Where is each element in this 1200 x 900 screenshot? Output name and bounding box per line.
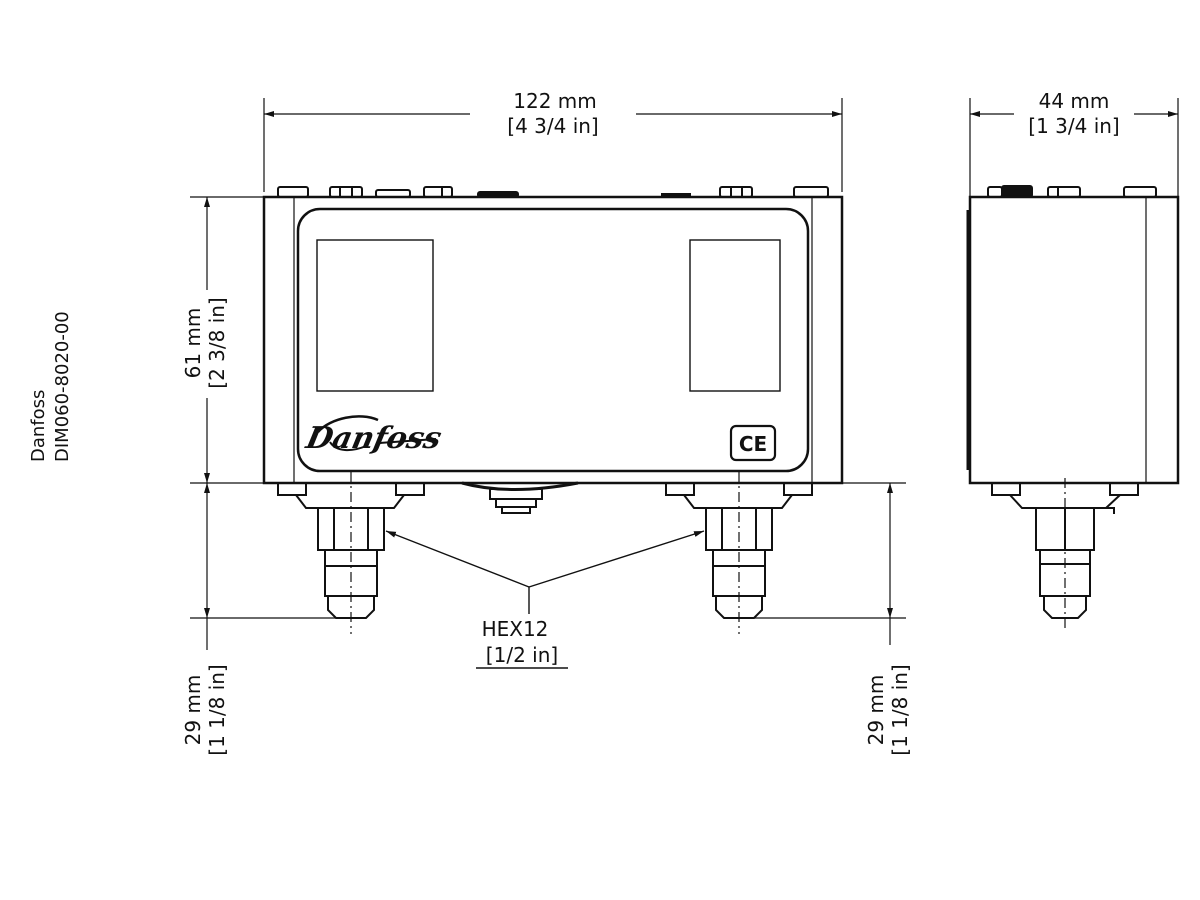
window-left (316, 239, 434, 392)
dim-fitting-right-mm: 29 mm (864, 675, 888, 746)
hex-callout-label: HEX12 (482, 617, 549, 641)
dim-width-front-in: [4 3/4 in] (507, 114, 598, 138)
hex-callout-sub: [1/2 in] (486, 643, 558, 667)
center-port (461, 481, 579, 514)
ce-mark: CE (729, 424, 777, 462)
drawing-number-text: DIM060-8020-00 (52, 311, 73, 462)
side-view (966, 98, 1180, 632)
side-fitting (991, 478, 1139, 632)
drawing-id-label: Danfoss DIM060-8020-00 (28, 311, 73, 462)
dim-width-front-mm: 122 mm (513, 89, 597, 113)
dim-width-side (969, 98, 1179, 197)
fitting-right (665, 472, 813, 634)
front-panel (296, 207, 810, 473)
dim-height-mm: 61 mm (181, 308, 205, 379)
manufacturer-text: Danfoss (28, 390, 49, 462)
dim-width-side-mm: 44 mm (1039, 89, 1110, 113)
dim-height-body (190, 196, 264, 483)
front-view: CE Danfoss (190, 98, 906, 669)
svg-text:Danfoss: Danfoss (302, 421, 444, 456)
window-right (689, 239, 781, 392)
dim-height-in: [2 3/8 in] (205, 297, 229, 388)
dim-fitting-left-in: [1 1/8 in] (205, 664, 229, 755)
top-studs (277, 186, 829, 198)
dim-fitting-right (754, 482, 906, 645)
fitting-left (277, 472, 425, 634)
svg-text:CE: CE (739, 432, 767, 456)
hex-callout-leaders (385, 530, 705, 669)
dim-width-front (263, 98, 843, 192)
dim-fitting-right-in: [1 1/8 in] (888, 664, 912, 755)
danfoss-logo: Danfoss (302, 415, 444, 456)
dim-fitting-left (190, 483, 336, 650)
dim-width-side-in: [1 3/4 in] (1028, 114, 1119, 138)
dim-fitting-left-mm: 29 mm (181, 675, 205, 746)
